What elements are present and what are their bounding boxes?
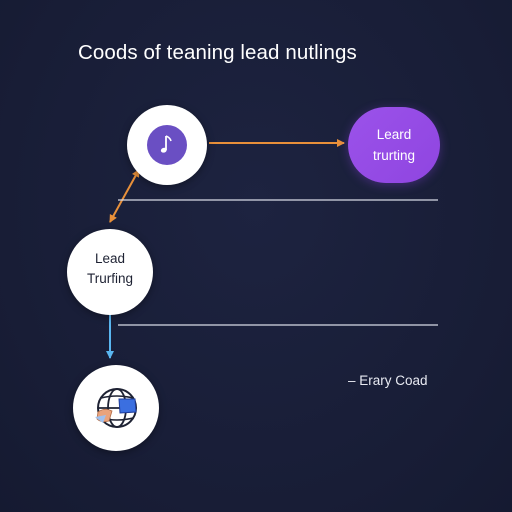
music-node[interactable] bbox=[127, 105, 207, 185]
pill-line2: trurting bbox=[372, 148, 416, 163]
side-label: – Erary Coad bbox=[348, 373, 428, 388]
pill-line1: Leard bbox=[376, 127, 412, 142]
lead-node-line2: Trurfing bbox=[86, 271, 133, 286]
globe-node[interactable] bbox=[73, 365, 159, 451]
music-note-icon bbox=[147, 125, 187, 165]
lead-turfing-node[interactable]: Lead Trurfing bbox=[67, 229, 153, 315]
connector-music-lead-bidirectional bbox=[109, 168, 140, 223]
diagram-title: Coods of teaning lead nutlings bbox=[78, 41, 357, 64]
globe-icon bbox=[95, 388, 137, 428]
leard-pill-node[interactable]: Leard trurting bbox=[348, 107, 440, 183]
lead-node-line1: Lead bbox=[94, 251, 126, 266]
